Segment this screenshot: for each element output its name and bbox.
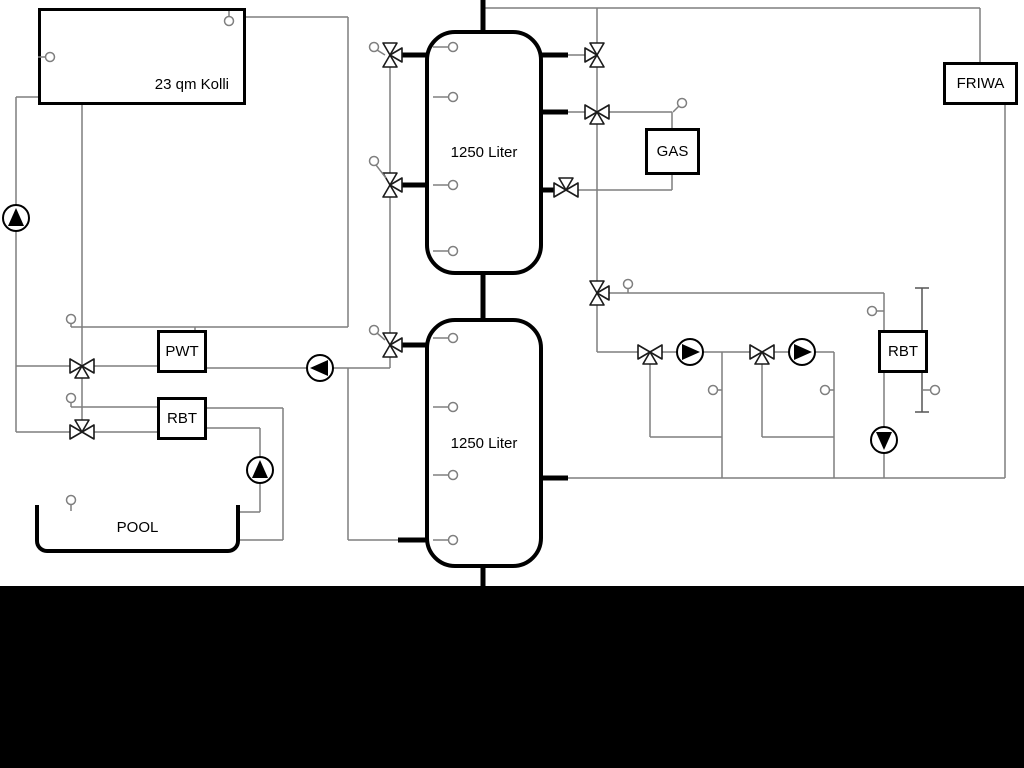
tank-connection-stubs (398, 0, 568, 586)
three-way-valve-icon (382, 332, 403, 358)
temperature-sensor-icon (819, 384, 834, 396)
three-way-valve-icon (382, 42, 403, 68)
rbt-right: RBT (878, 330, 928, 373)
pump-icon (870, 426, 898, 454)
pwt-heat-exchanger: PWT (157, 330, 207, 373)
temperature-sensor-icon (622, 278, 634, 293)
temperature-sensor-icon (368, 155, 387, 179)
three-way-valve-icon (69, 419, 95, 440)
temperature-sensor-icon (368, 41, 386, 56)
three-way-valve-icon (749, 344, 775, 365)
gas-boiler: GAS (645, 128, 700, 175)
gas-boiler-label: GAS (656, 143, 689, 160)
temperature-sensor-icon (433, 534, 459, 546)
temperature-sensor-icon (433, 41, 459, 53)
temperature-sensor-icon (433, 179, 459, 191)
three-way-valve-icon (553, 177, 579, 198)
temperature-sensor-icon (672, 97, 688, 113)
three-way-valve-icon (69, 358, 95, 379)
three-way-valve-icon (584, 104, 610, 125)
buffer-tank-bottom: 1250 Liter (425, 318, 543, 568)
pump-icon (246, 456, 274, 484)
pool-label: POOL (116, 518, 159, 536)
pool-basin: POOL (35, 505, 240, 553)
three-way-valve-icon (584, 42, 605, 68)
friwa-label: FRIWA (956, 75, 1005, 92)
temperature-sensor-icon (433, 91, 459, 103)
temperature-sensor-icon (65, 313, 77, 327)
temperature-sensor-icon (433, 401, 459, 413)
temperature-sensor-icon (223, 11, 235, 27)
temperature-sensor-icon (65, 392, 77, 407)
friwa-station: FRIWA (943, 62, 1018, 105)
buffer-tank-bottom-label: 1250 Liter (450, 434, 518, 452)
three-way-valve-icon (589, 280, 610, 306)
rbt-right-label: RBT (888, 343, 918, 360)
pump-icon (306, 354, 334, 382)
temperature-sensor-icon (433, 469, 459, 481)
temperature-sensor-icon (433, 245, 459, 257)
pump-icon (2, 204, 30, 232)
pwt-label: PWT (165, 343, 199, 360)
solar-collector: 23 qm Kolli (38, 8, 246, 105)
rbt-left-label: RBT (167, 410, 197, 427)
solar-collector-label: 23 qm Kolli (154, 76, 229, 93)
temperature-sensor-icon (707, 384, 722, 396)
temperature-sensor-icon (65, 494, 77, 511)
black-background-band (0, 586, 1024, 768)
three-way-valve-icon (382, 172, 403, 198)
pump-icon (788, 338, 816, 366)
pump-icon (676, 338, 704, 366)
temperature-sensor-icon (368, 324, 386, 341)
buffer-tank-top: 1250 Liter (425, 30, 543, 275)
buffer-tank-top-label: 1250 Liter (450, 144, 518, 161)
rbt-left: RBT (157, 397, 207, 440)
diagram-sheet: 23 qm Kolli 1250 Liter 1250 Liter PWT RB… (0, 0, 1024, 586)
symbols-layer (2, 11, 941, 546)
temperature-sensor-icon (433, 332, 459, 344)
temperature-sensor-icon (38, 51, 56, 63)
temperature-sensor-icon (866, 305, 884, 317)
temperature-sensor-icon (922, 384, 941, 396)
three-way-valve-icon (637, 344, 663, 365)
